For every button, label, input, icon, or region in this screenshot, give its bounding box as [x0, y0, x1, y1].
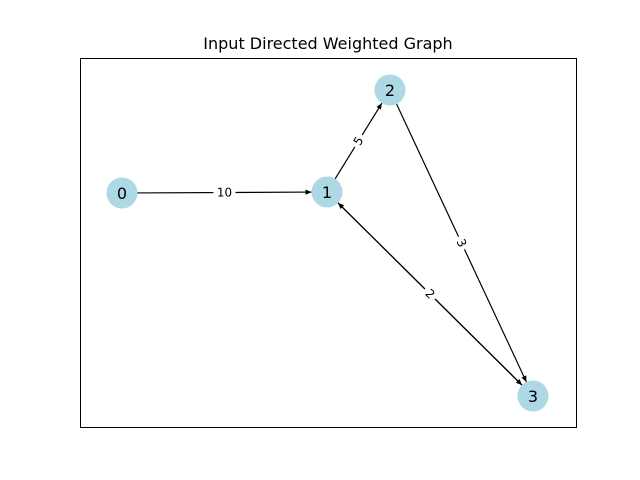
nodes-layer: 0 1 2 3	[106, 74, 549, 412]
edge-label-1-2: 5	[348, 130, 369, 152]
edge-weight-label: 10	[217, 185, 232, 199]
node-label: 2	[385, 81, 395, 100]
node-circle	[106, 177, 138, 209]
arrowhead	[305, 189, 312, 195]
edge-label-1-3: 2	[419, 283, 441, 305]
node-1: 1	[311, 176, 343, 208]
arrowhead	[521, 375, 527, 382]
node-circle	[311, 176, 343, 208]
node-0: 0	[106, 177, 138, 209]
edge-label-background	[419, 283, 441, 305]
edge-label-2-3: 3	[451, 233, 472, 253]
node-circle	[517, 380, 549, 412]
arrowhead	[376, 103, 382, 110]
arrowhead	[338, 202, 345, 209]
node-3: 3	[517, 380, 549, 412]
edge-label-background	[348, 130, 369, 152]
node-label: 1	[322, 183, 332, 202]
graph-title: Input Directed Weighted Graph	[203, 34, 452, 53]
edge-label-background	[213, 184, 236, 201]
node-label: 3	[528, 387, 538, 406]
node-label: 0	[117, 184, 127, 203]
edges-layer: 10 5 3 2	[137, 102, 527, 386]
edge-label-0-1: 10	[213, 184, 236, 201]
node-circle	[374, 74, 406, 106]
edge-label-background	[451, 233, 472, 253]
node-2: 2	[374, 74, 406, 106]
plot-frame	[80, 58, 577, 428]
